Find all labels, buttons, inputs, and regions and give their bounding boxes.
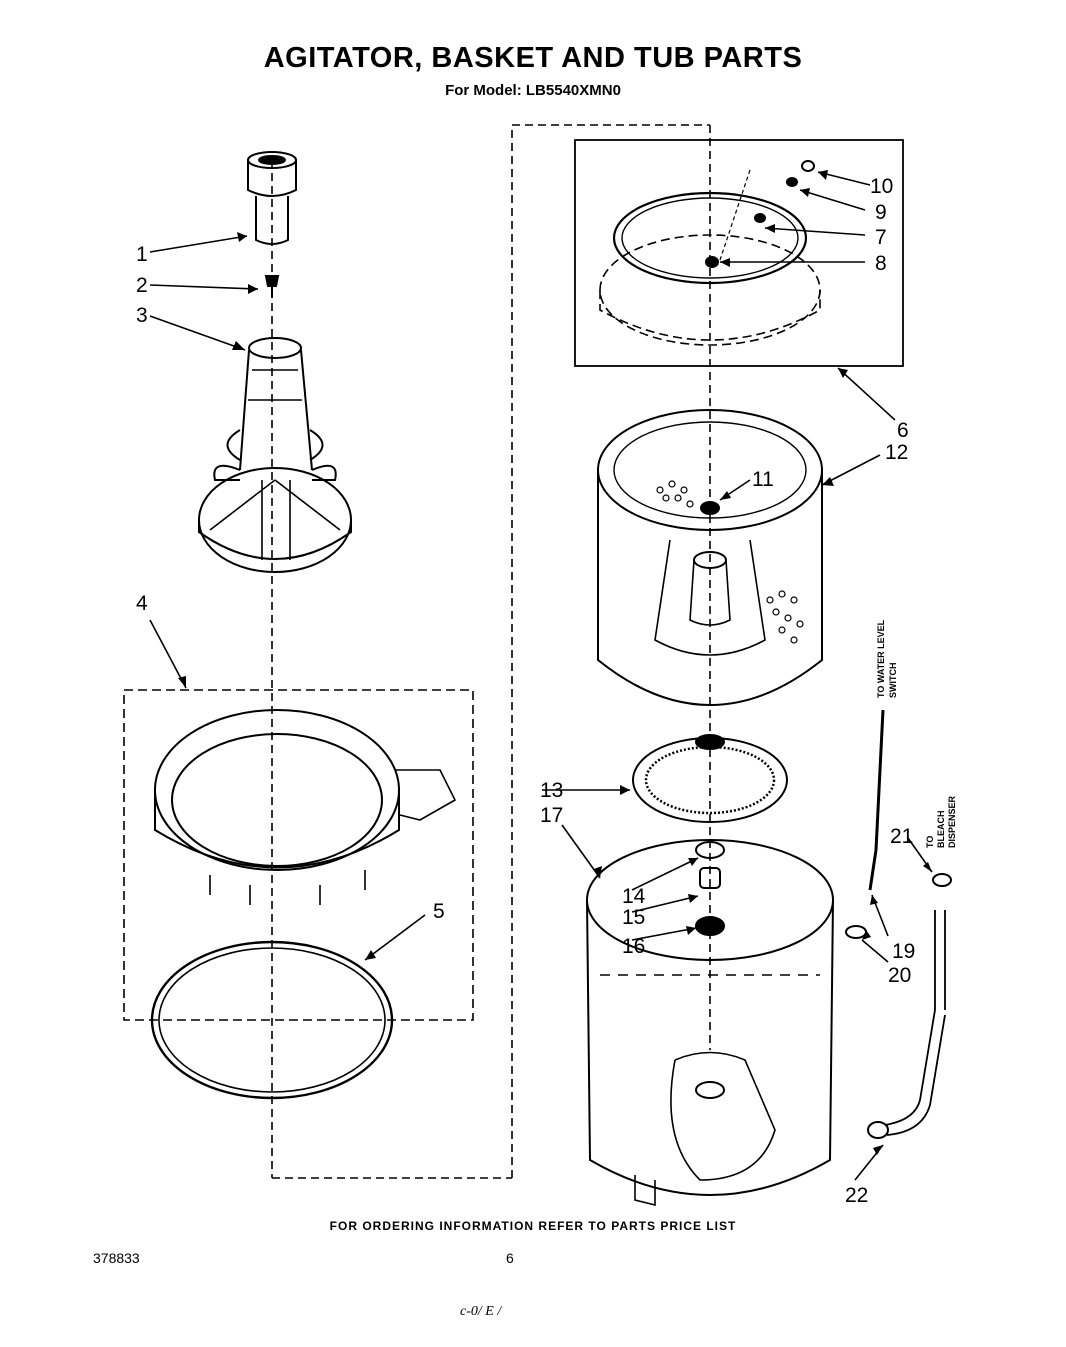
callout-9: 9 bbox=[875, 201, 887, 224]
balance-ring bbox=[599, 160, 821, 346]
water-level-label-line1: TO WATER LEVEL bbox=[876, 619, 886, 698]
callout-11: 11 bbox=[752, 468, 774, 491]
callout-3: 3 bbox=[136, 304, 148, 327]
callout-13: 13 bbox=[540, 779, 563, 802]
callout-19: 19 bbox=[892, 940, 915, 963]
callout-12: 12 bbox=[885, 441, 908, 464]
callout-labels: 1 2 3 4 5 6 7 8 9 10 11 12 13 17 14 15 1… bbox=[136, 175, 915, 1207]
callout-leaders bbox=[149, 171, 933, 1181]
callout-22: 22 bbox=[845, 1184, 868, 1207]
callout-arrowheads bbox=[178, 170, 932, 1155]
assembly-6-box bbox=[574, 139, 904, 367]
callout-4: 4 bbox=[136, 592, 148, 615]
outer-tub bbox=[586, 839, 834, 1207]
tub-seal-ring bbox=[150, 940, 394, 1100]
ordering-info-footer: FOR ORDERING INFORMATION REFER TO PARTS … bbox=[329, 1219, 737, 1233]
drive-hub-ring bbox=[632, 734, 788, 823]
hose-destination-labels: TO WATER LEVEL SWITCH TO BLEACH DISPENSE… bbox=[876, 619, 957, 848]
assembly-guide-lines bbox=[271, 124, 711, 1179]
callout-10: 10 bbox=[870, 175, 893, 198]
cap-fastener bbox=[264, 275, 280, 298]
callout-7: 7 bbox=[875, 226, 887, 249]
callout-1: 1 bbox=[136, 243, 148, 266]
callout-6: 6 bbox=[897, 419, 909, 442]
callout-20: 20 bbox=[888, 964, 911, 987]
page-title: AGITATOR, BASKET AND TUB PARTS bbox=[263, 42, 803, 74]
spin-basket bbox=[597, 409, 823, 706]
bleach-label-line2: BLEACH bbox=[936, 811, 946, 849]
callout-14: 14 bbox=[622, 885, 646, 908]
agitator bbox=[198, 337, 352, 573]
water-level-label-line2: SWITCH bbox=[888, 663, 898, 699]
bleach-label-line3: DISPENSER bbox=[947, 795, 957, 848]
callout-17: 17 bbox=[540, 804, 563, 827]
tub-ring bbox=[154, 709, 457, 905]
model-subtitle: For Model: LB5540XMN0 bbox=[445, 82, 621, 99]
handwritten-note: c-0/ E / bbox=[460, 1304, 502, 1319]
callout-21: 21 bbox=[890, 825, 913, 848]
document-number: 378833 bbox=[93, 1250, 140, 1266]
agitator-cap bbox=[247, 151, 297, 245]
callout-2: 2 bbox=[136, 274, 148, 297]
page-number: 6 bbox=[506, 1250, 514, 1266]
callout-5: 5 bbox=[433, 900, 445, 923]
callout-8: 8 bbox=[875, 252, 887, 275]
hoses bbox=[845, 709, 952, 1139]
callout-15: 15 bbox=[622, 906, 645, 929]
bleach-label-line1: TO bbox=[925, 836, 935, 848]
callout-16: 16 bbox=[622, 935, 645, 958]
assembly-4-box bbox=[123, 689, 474, 1021]
